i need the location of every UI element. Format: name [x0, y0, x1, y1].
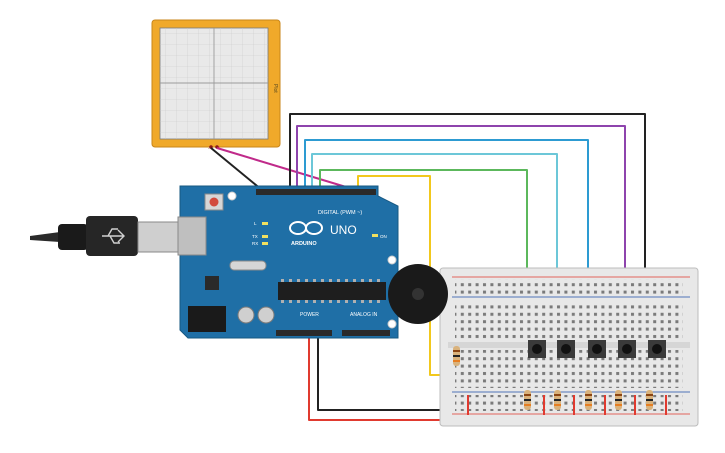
digital-header-label: DIGITAL (PWM ~)	[318, 210, 362, 216]
rx-led-label: RX	[252, 241, 258, 246]
analog-header-label: ANALOG IN	[350, 312, 378, 318]
wire-black-top	[289, 113, 646, 285]
resistor-5	[615, 390, 622, 410]
bottom-red-jumpers	[467, 395, 667, 415]
resistor-6	[646, 390, 653, 410]
piezo-buzzer[interactable]	[388, 264, 448, 324]
power-header-label: POWER	[300, 312, 319, 318]
power-header[interactable]	[276, 330, 332, 336]
resistor-4	[585, 390, 592, 410]
digital-header[interactable]	[256, 189, 376, 195]
arduino-brand: ARDUINO	[291, 241, 317, 247]
resistor-1	[453, 346, 460, 366]
wire-yellow	[357, 175, 455, 376]
wire-purple	[296, 125, 626, 300]
reset-button[interactable]	[209, 197, 219, 207]
plotter-module[interactable]: Plot - +	[151, 19, 281, 151]
usb-cable	[30, 216, 179, 256]
on-led-label: ON	[380, 234, 387, 239]
wire-green	[319, 169, 528, 300]
push-button-2	[557, 340, 575, 358]
arduino-uno-board[interactable]: DIGITAL (PWM ~) ARDUINO UNO L TX RX ON	[177, 185, 399, 339]
tx-led-label: TX	[252, 234, 258, 239]
push-button-3	[588, 340, 606, 358]
wire-plot-magenta	[216, 147, 357, 191]
plotter-side-label: Plot	[272, 84, 278, 93]
wire-blue	[304, 139, 589, 300]
analog-header[interactable]	[342, 330, 390, 336]
resistor-2	[524, 390, 531, 410]
push-buttons[interactable]	[528, 340, 666, 358]
arduino-model: UNO	[330, 223, 357, 237]
push-button-4	[618, 340, 636, 358]
wire-gnd-black	[317, 333, 455, 411]
push-button-5	[648, 340, 666, 358]
atmega-chip	[278, 282, 386, 300]
push-button-1	[528, 340, 546, 358]
usb-icon	[102, 228, 125, 244]
resistors	[453, 346, 653, 410]
l-led-label: L	[254, 221, 257, 226]
wire-plot-black	[210, 147, 263, 191]
wire-cyan	[311, 153, 558, 300]
resistor-3	[554, 390, 561, 410]
